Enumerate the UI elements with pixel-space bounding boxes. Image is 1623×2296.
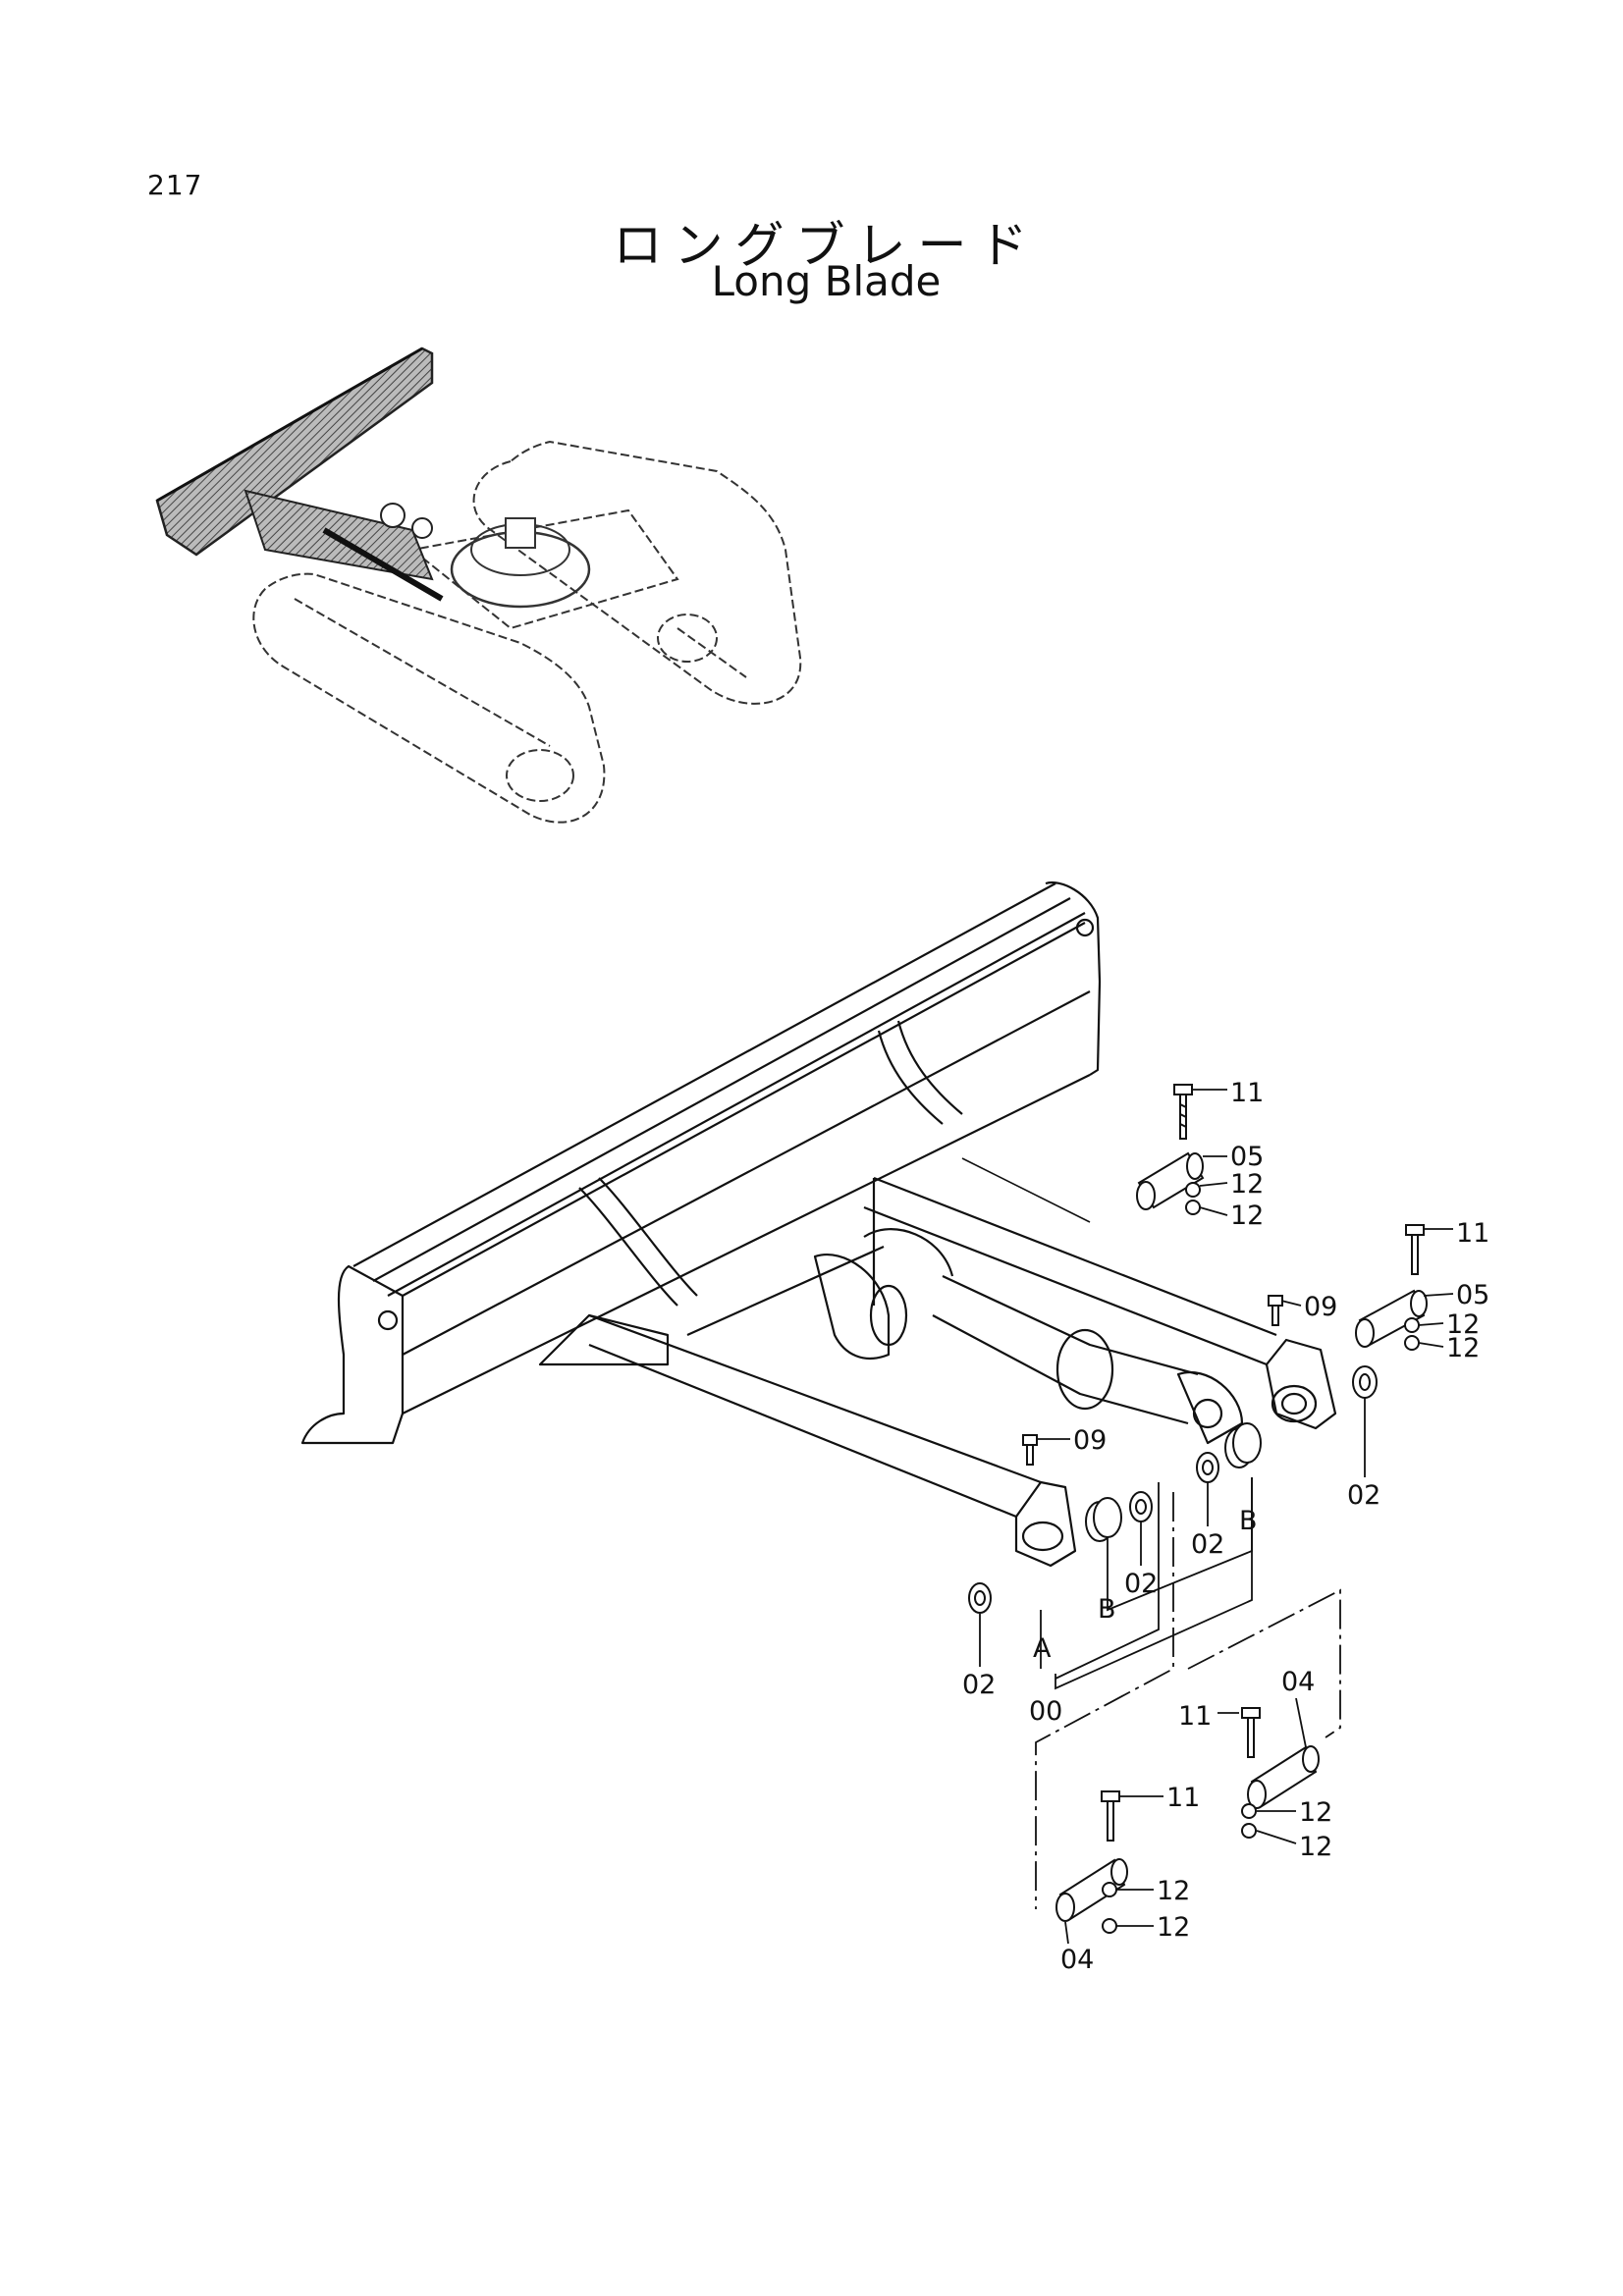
callout-02: 02 [1191, 1529, 1224, 1560]
callout-12: 12 [1299, 1832, 1332, 1862]
title-japanese: ロングブレード [613, 217, 1040, 274]
callout-labels: 11 05 12 12 11 09 05 12 12 02 09 02 B 02… [962, 1078, 1489, 1975]
parts-hardware [968, 1084, 1428, 1934]
callout-11: 11 [1456, 1218, 1489, 1249]
leader-lines [979, 1089, 1454, 1945]
callout-12: 12 [1446, 1309, 1480, 1340]
callout-12: 12 [1157, 1876, 1190, 1906]
blade-assembly [300, 881, 1337, 1568]
callout-12: 12 [1299, 1797, 1332, 1828]
phantom-boundary-lines [1035, 1492, 1341, 1909]
callout-12: 12 [1230, 1201, 1264, 1231]
callout-12: 12 [1157, 1912, 1190, 1943]
title-english: Long Blade [711, 257, 942, 305]
callout-02: 02 [962, 1670, 996, 1700]
callout-05: 05 [1456, 1280, 1489, 1310]
callout-02: 02 [1124, 1569, 1158, 1599]
callout-09: 09 [1073, 1425, 1107, 1456]
callout-11: 11 [1178, 1701, 1212, 1732]
callout-00: 00 [1029, 1696, 1062, 1727]
callout-11: 11 [1230, 1078, 1264, 1108]
overview-machine-illustration [155, 347, 802, 824]
callout-B: B [1098, 1594, 1116, 1625]
callout-B: B [1239, 1506, 1258, 1536]
callout-09: 09 [1304, 1292, 1337, 1322]
callout-04: 04 [1281, 1667, 1315, 1697]
callout-05: 05 [1230, 1142, 1264, 1172]
callout-02: 02 [1347, 1480, 1380, 1511]
callout-11: 11 [1166, 1783, 1200, 1813]
page-number: 217 [147, 169, 203, 201]
callout-04: 04 [1060, 1945, 1094, 1975]
callout-A: A [1033, 1633, 1052, 1664]
callout-12: 12 [1446, 1333, 1480, 1363]
callout-12: 12 [1230, 1169, 1264, 1200]
